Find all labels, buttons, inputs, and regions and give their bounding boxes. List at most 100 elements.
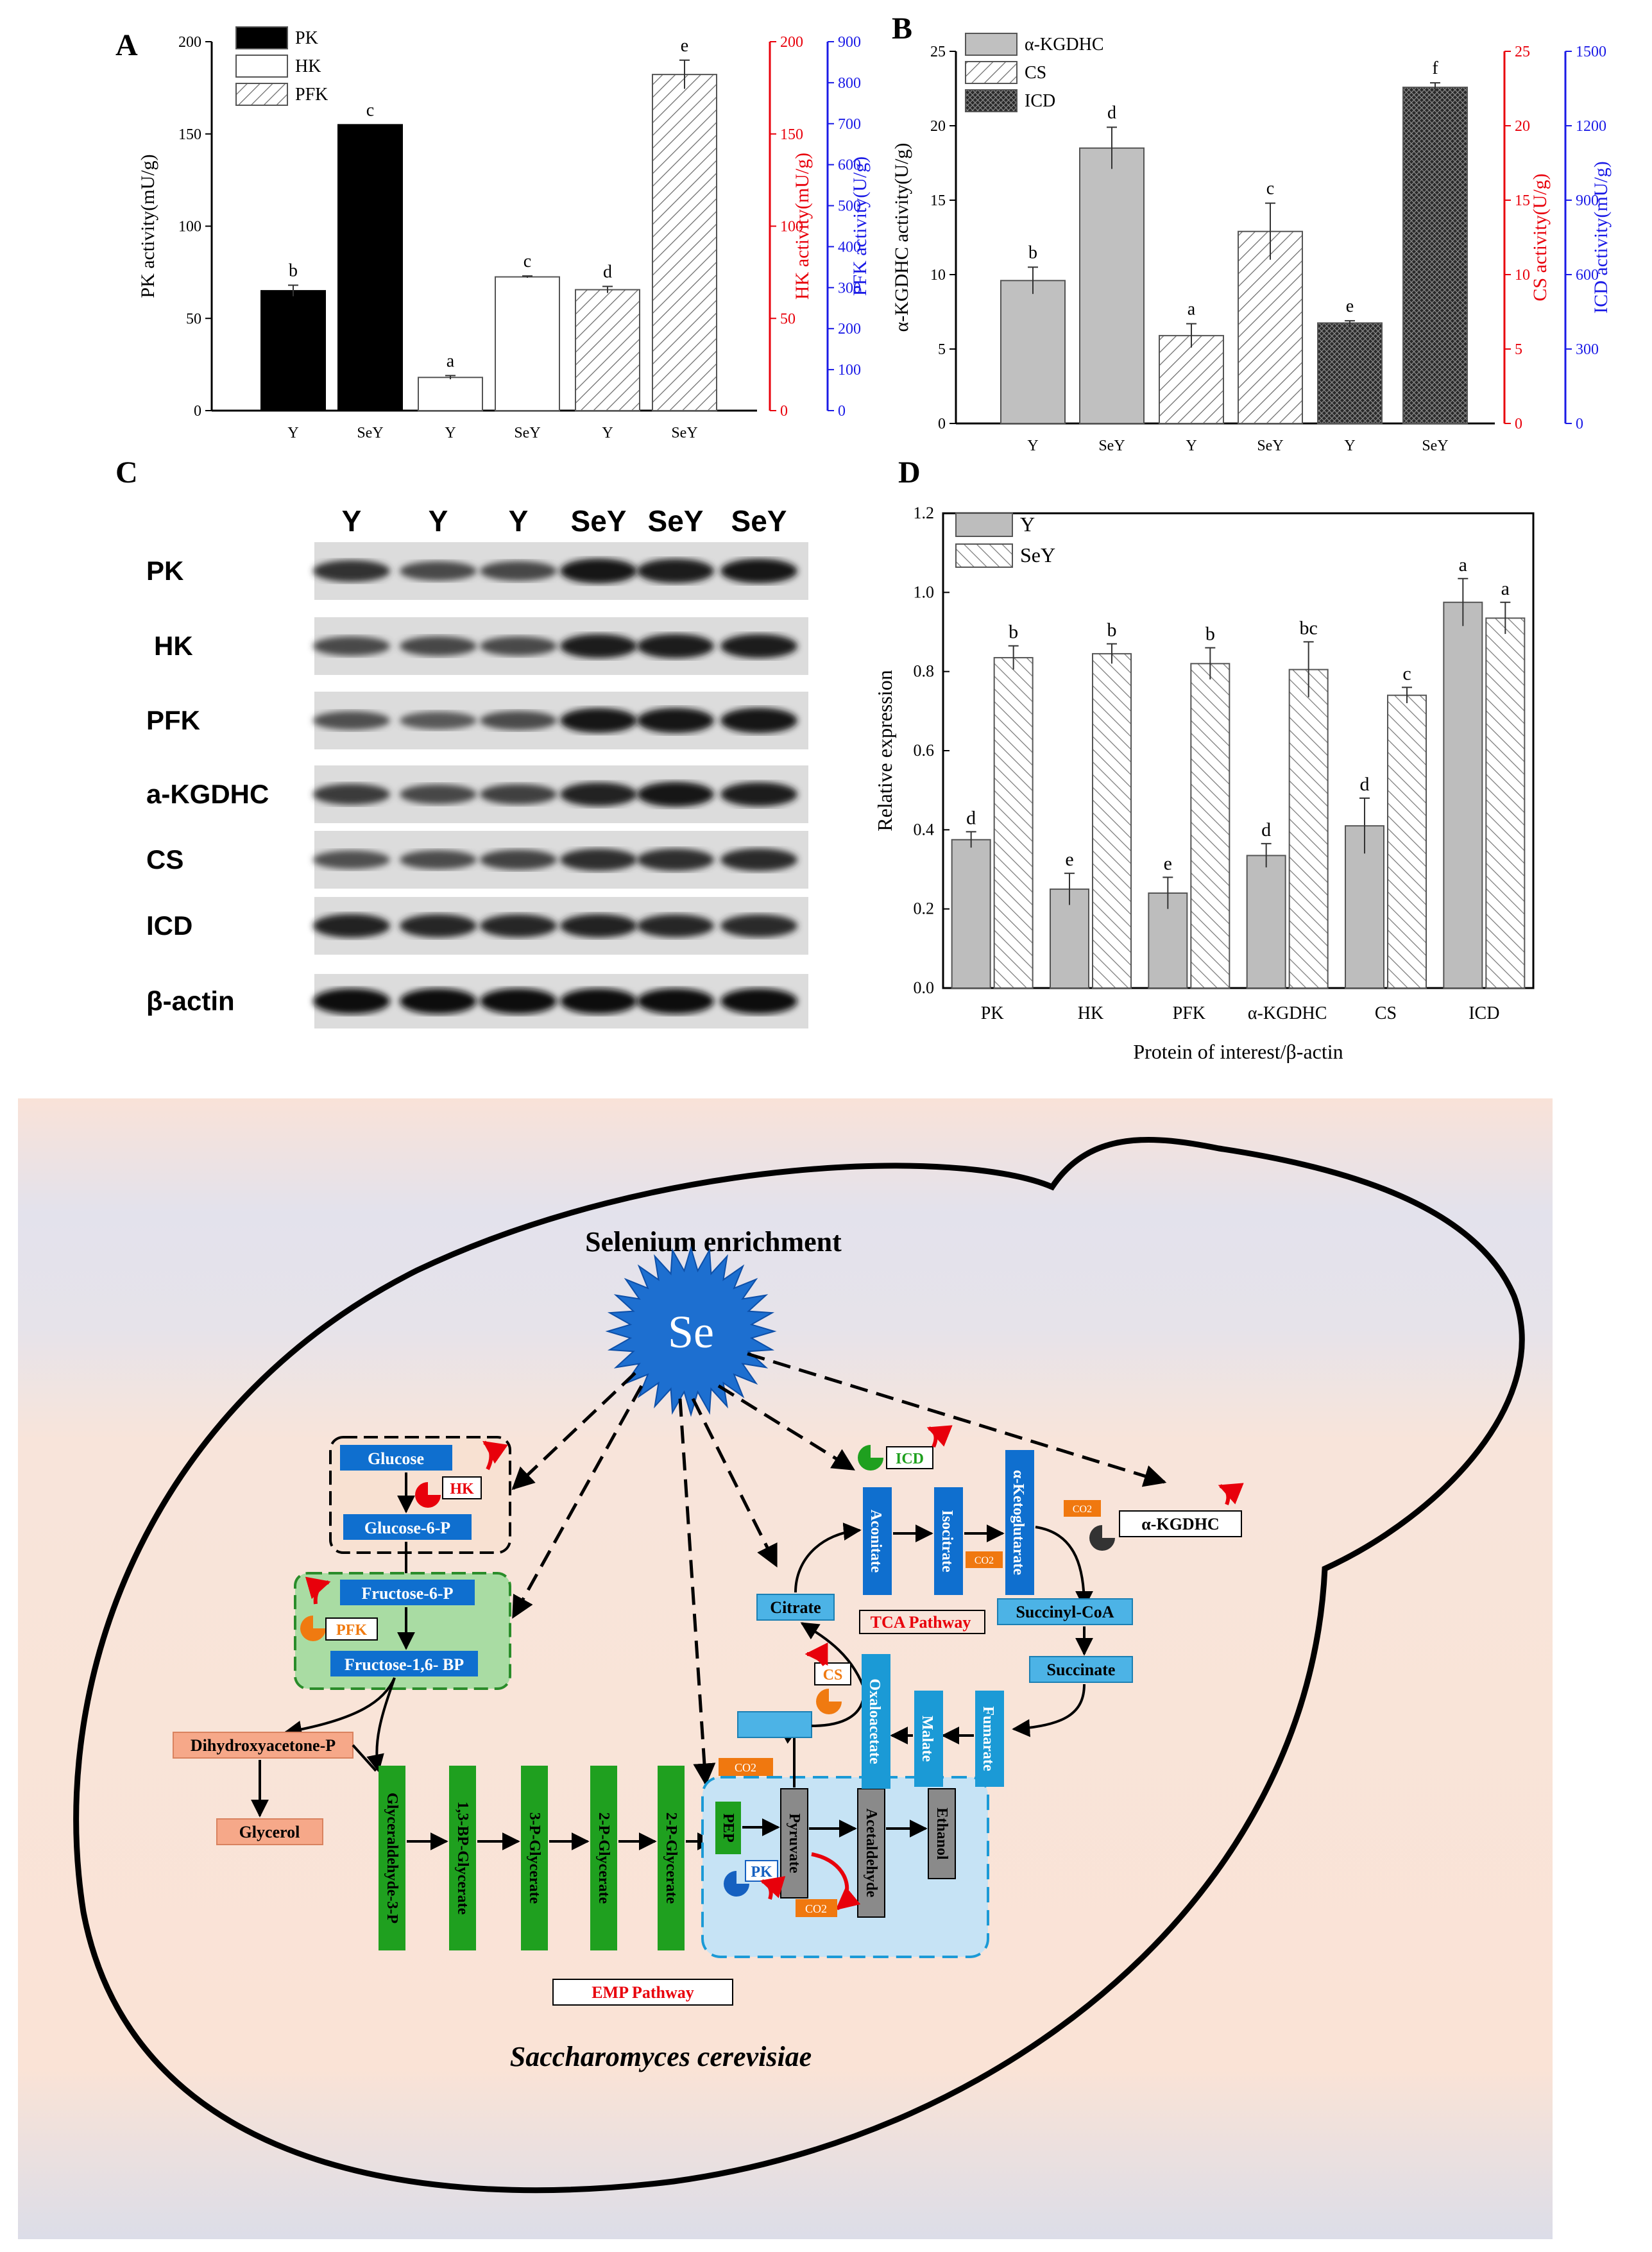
significance-letter: d	[1107, 103, 1116, 123]
legend-swatch	[965, 61, 1018, 84]
node-isocitrate: Isocitrate	[939, 1510, 955, 1573]
significance-letter: c	[1402, 663, 1411, 684]
y-axis-label: HK activity(mU/g)	[792, 153, 813, 300]
node-f6p-box	[340, 1580, 475, 1605]
emp-label-box	[552, 1979, 733, 2006]
x-tick-label: Y	[602, 425, 613, 441]
y-tick-label: 10	[930, 267, 946, 284]
y-tick-label: 0.4	[914, 820, 935, 839]
node-fumarate: Fumarate	[980, 1706, 996, 1771]
y-tick-label: 400	[838, 239, 861, 255]
blot-band	[720, 634, 797, 658]
node-pg2a: 2-P-Glycerate	[595, 1813, 612, 1904]
bar	[495, 276, 560, 411]
node-f16bp: Fructose-1,6- BP	[345, 1655, 464, 1674]
blot-band	[400, 636, 477, 656]
node-aconitate-box	[863, 1487, 892, 1595]
x-tick-label: ICD	[1469, 1003, 1499, 1023]
blot-band	[560, 914, 637, 938]
y-tick-label: 15	[1515, 192, 1530, 209]
y-tick-label: 300	[1576, 341, 1599, 358]
y-tick-label: 20	[1515, 118, 1530, 135]
significance-letter: e	[1164, 853, 1172, 874]
panel-letter-d: D	[898, 456, 921, 490]
blot-band	[637, 988, 714, 1014]
node-dhap: Dihydroxyacetone-P	[191, 1736, 336, 1755]
blot-band	[480, 849, 557, 870]
y-tick-label: 5	[938, 341, 946, 358]
legend-label: CS	[1025, 63, 1046, 83]
tca-label-box	[859, 1610, 985, 1634]
co2-label-accoa: CO2	[735, 1761, 756, 1774]
significance-letter: d	[603, 262, 612, 282]
enzyme-hk: HK	[450, 1481, 474, 1497]
legend-label: PK	[295, 28, 318, 48]
significance-letter: b	[1009, 622, 1018, 643]
blot-band	[720, 782, 797, 806]
y-tick-label: 200	[178, 34, 201, 51]
y-tick-label: 150	[178, 126, 201, 143]
diagram-background	[18, 1098, 1553, 2239]
emp-intermediates: Glyceraldehyde-3-P 1,3-BP-Glycerate 3-P-…	[379, 1766, 685, 1950]
legend-label: Y	[1020, 513, 1035, 536]
x-tick-label: Y	[1344, 438, 1355, 454]
significance-letter: d	[1360, 774, 1370, 795]
y-tick-label: 800	[838, 75, 861, 92]
significance-letter: e	[1346, 296, 1354, 316]
pk-up-arrow-icon	[760, 1876, 786, 1900]
y-tick-label: 0	[780, 403, 788, 420]
y-tick-label: 900	[838, 34, 861, 51]
pk-enzyme-icon	[724, 1871, 749, 1897]
panel-letter-a: A	[115, 28, 138, 62]
co2-label-isocitrate: CO2	[975, 1555, 994, 1566]
bar	[1159, 335, 1224, 424]
x-tick-label: CS	[1375, 1003, 1397, 1023]
bar	[575, 289, 640, 411]
bar	[1238, 230, 1303, 424]
node-oxaloacetate-box	[862, 1654, 890, 1789]
lane-label: SeY	[731, 504, 787, 538]
y-tick-label: 25	[1515, 44, 1530, 60]
blot-band	[400, 784, 477, 805]
bar	[1485, 617, 1526, 989]
blot-band	[313, 988, 390, 1014]
node-glucose-box	[340, 1445, 452, 1471]
y-tick-label: 50	[186, 311, 201, 327]
x-tick-label: HK	[1078, 1003, 1103, 1023]
blot-band	[637, 781, 714, 807]
se-effect-arrows	[511, 1352, 1167, 1786]
y-tick-label: 1500	[1576, 44, 1606, 60]
y-tick-label: 0	[1576, 416, 1583, 432]
bar	[1443, 601, 1483, 989]
significance-letter: e	[681, 36, 688, 56]
y-tick-label: 10	[1515, 267, 1530, 284]
node-isocitrate-box	[934, 1487, 963, 1595]
x-tick-label: α-KGDHC	[1248, 1003, 1327, 1023]
blot-band	[560, 782, 637, 806]
y-tick-label: 0	[1515, 416, 1522, 432]
y-tick-label: 0	[938, 416, 946, 432]
y-axis-label: PFK activity(U/g)	[849, 157, 871, 296]
blot-band	[560, 708, 637, 733]
blot-row-label: PFK	[146, 705, 200, 735]
node-akg: α-Ketoglutarate	[1010, 1470, 1026, 1575]
node-ethanol: Ethanol	[933, 1807, 950, 1860]
node-succinate: Succinate	[1047, 1660, 1116, 1679]
y-tick-label: 15	[930, 192, 946, 209]
bar	[652, 74, 717, 412]
bar	[1387, 694, 1427, 989]
y-tick-label: 100	[178, 219, 201, 235]
y-tick-label: 300	[838, 280, 861, 296]
blot-band	[400, 712, 477, 729]
legend-swatch	[235, 55, 288, 78]
node-f6p: Fructose-6-P	[362, 1584, 454, 1603]
x-tick-label: Y	[445, 425, 456, 441]
diagram-title: Selenium enrichment	[585, 1226, 842, 1258]
cs-up-arrow-icon	[805, 1642, 828, 1666]
node-g6p: Glucose-6-P	[364, 1519, 450, 1537]
node-g6p-box	[343, 1514, 472, 1540]
significance-letter: b	[289, 261, 298, 281]
